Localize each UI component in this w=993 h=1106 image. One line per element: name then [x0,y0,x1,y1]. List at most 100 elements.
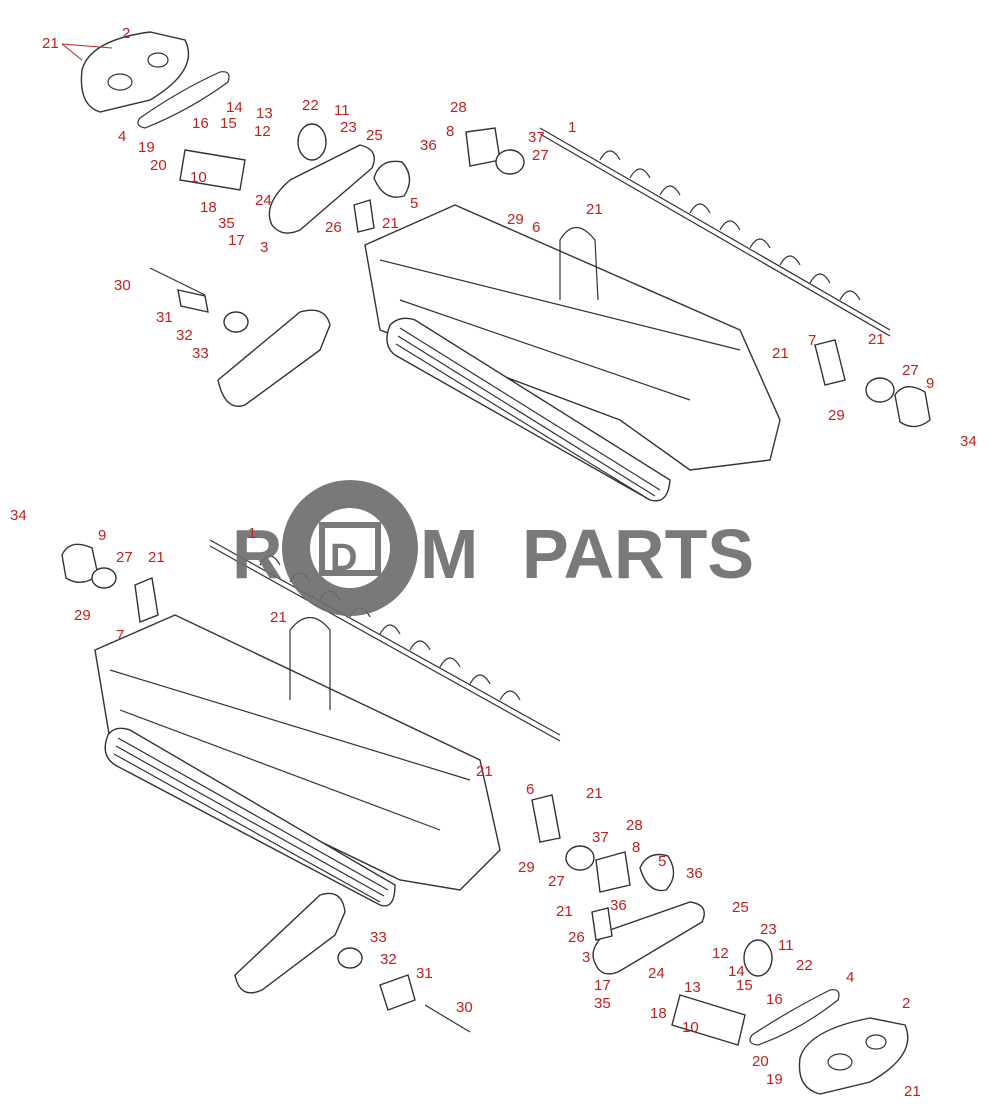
callout-31: 31 [156,309,173,326]
callout-9: 9 [926,375,934,392]
callout-8: 8 [446,123,454,140]
bearing-bottom-left [91,567,117,589]
callout-34b: 34 [10,507,27,524]
callout-14b: 14 [728,963,745,980]
bracket-bottom-left [134,577,159,623]
callouts-top: 21 2 4 19 20 10 16 14 15 13 12 22 11 23 … [42,25,977,450]
callout-36c: 36 [610,897,627,914]
bearing-bottom-right [565,845,595,871]
callout-28b: 28 [626,817,643,834]
callout-24b: 24 [648,965,665,982]
washer-top [223,311,249,333]
callout-33b: 33 [370,929,387,946]
callout-20: 20 [150,157,167,174]
plate-top [268,144,375,234]
bearing-top-right [865,377,895,403]
callout-36b: 36 [686,865,703,882]
clamp-bottom [595,851,631,893]
callout-31b: 31 [416,965,433,982]
callout-21e: 21 [868,331,885,348]
callout-10: 10 [190,169,207,186]
callout-21j: 21 [556,903,573,920]
callout-23b: 23 [760,921,777,938]
callout-17: 17 [228,232,245,249]
callout-21b: 21 [382,215,399,232]
callout-20b: 20 [752,1053,769,1070]
brush-roller-bottom [104,727,396,907]
callout-27b: 27 [902,362,919,379]
flange-bottom [639,853,675,892]
callout-2b: 2 [902,995,910,1012]
pulley-top [297,123,327,161]
callout-5: 5 [410,195,418,212]
bearing-top [495,149,525,175]
callout-30: 30 [114,277,131,294]
callout-4b: 4 [846,969,854,986]
callout-29: 29 [507,211,524,228]
bracket-bottom-right [531,794,561,843]
callout-9b: 9 [98,527,106,544]
callout-26b: 26 [568,929,585,946]
bottom-assembly [61,539,909,1095]
callout-6b: 6 [526,781,534,798]
callout-19: 19 [138,139,155,156]
callout-37b: 37 [592,829,609,846]
callouts-bottom: 34 9 27 21 29 7 21 1 21 6 21 28 37 8 29 … [10,507,921,1100]
callout-6: 6 [532,219,540,236]
callout-36: 36 [420,137,437,154]
side-shield-bottom [234,892,346,994]
plate-bottom [592,901,705,975]
watermark-letter-r: R [232,515,283,593]
callout-35b: 35 [594,995,611,1012]
callout-23: 23 [340,119,357,136]
callout-19b: 19 [766,1071,783,1088]
bushing-top [177,289,209,313]
bracket-top-right [814,339,846,386]
side-shield-top [217,309,331,407]
drive-shaft-bottom [671,994,746,1046]
callout-30b: 30 [456,999,473,1016]
callout-12b: 12 [712,945,729,962]
strap-bottom [591,907,613,941]
callout-21c: 21 [586,201,603,218]
top-assembly [80,31,931,502]
flange-top [373,160,411,198]
callout-33: 33 [192,345,209,362]
bushing-bottom [379,974,416,1011]
callout-22: 22 [302,97,319,114]
callout-4: 4 [118,128,126,145]
callout-32b: 32 [380,951,397,968]
brush-roller-top [386,317,671,502]
callout-13: 13 [256,105,273,122]
callout-13b: 13 [684,979,701,996]
callout-28: 28 [450,99,467,116]
watermark-letter-d: D [330,537,357,579]
callout-1: 1 [568,119,576,136]
callout-21d: 21 [772,345,789,362]
belt-bottom [749,989,840,1046]
callout-37: 37 [528,129,545,146]
watermark-word-parts: PARTS [522,515,754,593]
callout-3b: 3 [582,949,590,966]
callout-27d: 27 [548,873,565,890]
callout-5b: 5 [658,853,666,870]
collar-top-right [894,386,931,428]
callout-25b: 25 [732,899,749,916]
callout-21f: 21 [148,549,165,566]
callout-11: 11 [334,102,350,119]
drive-shaft-top [179,149,246,191]
callout-21g: 21 [270,609,287,626]
callout-8b: 8 [632,839,640,856]
callout-18b: 18 [650,1005,667,1022]
callout-32: 32 [176,327,193,344]
callout-22b: 22 [796,957,813,974]
callout-35: 35 [218,215,235,232]
callout-21h: 21 [476,763,493,780]
callout-10b: 10 [682,1019,699,1036]
callout-29d: 29 [518,859,535,876]
callout-16b: 16 [766,991,783,1008]
callout-12: 12 [254,123,271,140]
callout-27c: 27 [116,549,133,566]
watermark-letter-m: M [420,515,478,593]
